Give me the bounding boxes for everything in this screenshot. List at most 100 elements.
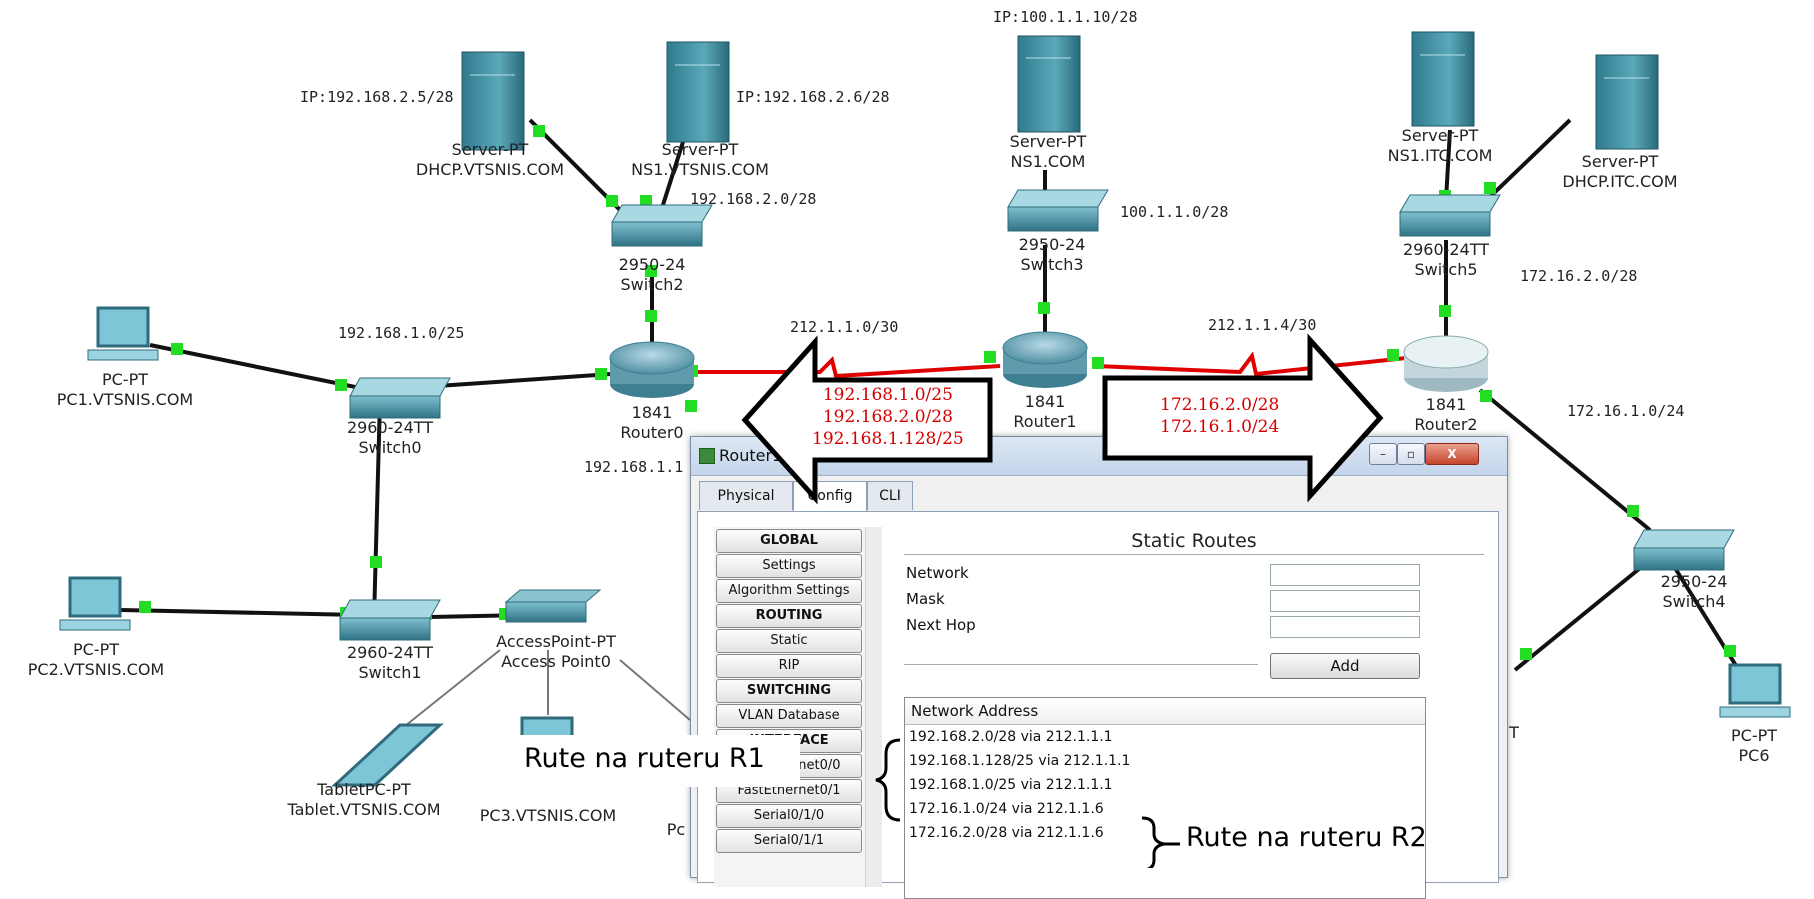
route-row[interactable]: 192.168.1.0/25 via 212.1.1.1 bbox=[909, 777, 1113, 793]
pc1-icon[interactable] bbox=[87, 306, 159, 361]
network-label: 192.168.2.0/28 bbox=[690, 190, 817, 208]
device-type: 2950-24 bbox=[618, 255, 686, 274]
device-type: Server-PT bbox=[661, 140, 739, 159]
routes-table-header: Network Address bbox=[905, 698, 1425, 725]
device-type: Server-PT bbox=[1581, 152, 1659, 171]
link-lights bbox=[139, 125, 1736, 660]
switch0-icon[interactable] bbox=[349, 377, 451, 419]
ethernet-links bbox=[119, 118, 1747, 682]
pc6-icon[interactable] bbox=[1719, 663, 1791, 718]
sidebar-item-rip[interactable]: RIP bbox=[716, 654, 862, 678]
device-name: NS1.ITC.COM bbox=[1387, 146, 1493, 165]
server-ns1-vtsnis-icon[interactable] bbox=[666, 41, 730, 143]
sidebar-item-serial0-1-0[interactable]: Serial0/1/0 bbox=[716, 804, 862, 828]
device-name: Switch2 bbox=[620, 275, 684, 294]
device-type: 1841 bbox=[1024, 392, 1066, 411]
sidebar-header-routing: ROUTING bbox=[716, 604, 862, 628]
route-text: 192.168.1.0/25 bbox=[822, 385, 953, 405]
network-label: 212.1.1.4/30 bbox=[1208, 316, 1317, 334]
next-hop-label: Next Hop bbox=[906, 616, 976, 634]
pc3-label: PC3.VTSNIS.COM bbox=[479, 806, 617, 825]
sidebar-item-settings[interactable]: Settings bbox=[716, 554, 862, 578]
router0-icon[interactable] bbox=[609, 341, 695, 398]
close-button[interactable]: X bbox=[1425, 443, 1479, 465]
device-name: Switch5 bbox=[1414, 260, 1478, 279]
sidebar-item-serial0-1-1[interactable]: Serial0/1/1 bbox=[716, 829, 862, 853]
device-name: NS1.VTSNIS.COM bbox=[631, 160, 769, 179]
router2-icon[interactable] bbox=[1403, 335, 1489, 392]
access-point-icon[interactable] bbox=[504, 589, 602, 623]
server-dhcp-vtsnis-icon[interactable] bbox=[461, 51, 525, 151]
route-text: 172.16.1.0/24 bbox=[1160, 417, 1280, 437]
device-type: 2960-24TT bbox=[1402, 240, 1490, 259]
network-label: 172.16.1.0/24 bbox=[1567, 402, 1685, 420]
device-type: 2950-24 bbox=[1018, 235, 1086, 254]
device-type: AccessPoint-PT bbox=[496, 632, 616, 651]
device-type: PC-PT bbox=[1730, 726, 1778, 745]
router1-icon[interactable] bbox=[1002, 331, 1088, 388]
mask-input[interactable] bbox=[1270, 590, 1420, 612]
device-name: PC6 bbox=[1738, 746, 1770, 765]
add-route-button[interactable]: Add bbox=[1270, 653, 1420, 679]
device-type: 1841 bbox=[631, 403, 673, 422]
switch1-icon[interactable] bbox=[339, 599, 441, 641]
route-text: 192.168.1.128/25 bbox=[812, 429, 964, 449]
device-type: Server-PT bbox=[1401, 126, 1479, 145]
switch4-icon[interactable] bbox=[1633, 529, 1735, 571]
route-row[interactable]: 192.168.2.0/28 via 212.1.1.1 bbox=[909, 729, 1113, 745]
router1-window[interactable]: Router1 – ▫ X Physical Config CLI GLOBAL… bbox=[690, 436, 1508, 899]
routes-table[interactable]: Network Address 192.168.2.0/28 via 212.1… bbox=[904, 697, 1426, 899]
switch2-icon[interactable] bbox=[611, 204, 713, 247]
server-ns1-itc-icon[interactable] bbox=[1411, 31, 1475, 127]
device-name: Switch4 bbox=[1662, 592, 1726, 611]
route-row[interactable]: 172.16.2.0/28 via 212.1.1.6 bbox=[909, 825, 1104, 841]
device-type: 1841 bbox=[1425, 395, 1467, 414]
device-name: Access Point0 bbox=[501, 652, 611, 671]
network-label: 192.168.1.0/25 bbox=[338, 324, 465, 342]
server-dhcp-itc-icon[interactable] bbox=[1595, 54, 1659, 150]
r1-callout-text: Rute na ruteru R1 bbox=[524, 743, 765, 774]
router-app-icon bbox=[699, 448, 715, 464]
wireless-signal bbox=[399, 649, 691, 731]
device-type: PC-PT bbox=[101, 370, 148, 389]
device-name: Router0 bbox=[620, 423, 684, 442]
device-name: Switch3 bbox=[1020, 255, 1084, 274]
server-ns1-com-icon[interactable] bbox=[1017, 35, 1081, 133]
device-type: Server-PT bbox=[451, 140, 529, 159]
sidebar-item-algorithm-settings[interactable]: Algorithm Settings bbox=[716, 579, 862, 603]
tab-cli[interactable]: CLI bbox=[867, 481, 913, 510]
next-hop-input[interactable] bbox=[1270, 616, 1420, 638]
network-label: 172.16.2.0/28 bbox=[1520, 267, 1638, 285]
device-type: 2960-24TT bbox=[346, 418, 434, 437]
switch3-icon[interactable] bbox=[1007, 189, 1109, 232]
ns1-vtsnis-ip-label: IP:192.168.2.6/28 bbox=[736, 88, 890, 106]
device-name: Router2 bbox=[1414, 415, 1478, 434]
route-row[interactable]: 172.16.1.0/24 via 212.1.1.6 bbox=[909, 801, 1104, 817]
maximize-button[interactable]: ▫ bbox=[1397, 443, 1425, 465]
sidebar-scrollbar[interactable] bbox=[865, 527, 882, 887]
device-type: 2950-24 bbox=[1660, 572, 1728, 591]
minimize-button[interactable]: – bbox=[1369, 443, 1397, 465]
tablet-icon[interactable] bbox=[331, 723, 444, 787]
partial-device-label: T bbox=[1509, 723, 1519, 742]
dhcp-vtsnis-ip-label: IP:192.168.2.5/28 bbox=[300, 88, 454, 106]
route-text: 172.16.2.0/28 bbox=[1160, 395, 1280, 415]
sidebar-header-switching: SWITCHING bbox=[716, 679, 862, 703]
network-input[interactable] bbox=[1270, 564, 1420, 586]
config-panel: GLOBAL Settings Algorithm Settings ROUTI… bbox=[697, 511, 1499, 899]
tab-physical[interactable]: Physical bbox=[699, 481, 793, 510]
pc2-icon[interactable] bbox=[59, 576, 131, 631]
switch5-icon[interactable] bbox=[1399, 194, 1501, 237]
sidebar-item-vlan-database[interactable]: VLAN Database bbox=[716, 704, 862, 728]
route-row[interactable]: 192.168.1.128/25 via 212.1.1.1 bbox=[909, 753, 1131, 769]
r2-callout-text: Rute na ruteru R2 bbox=[1186, 822, 1427, 853]
sidebar-item-static[interactable]: Static bbox=[716, 629, 862, 653]
tab-config[interactable]: Config bbox=[793, 481, 867, 513]
